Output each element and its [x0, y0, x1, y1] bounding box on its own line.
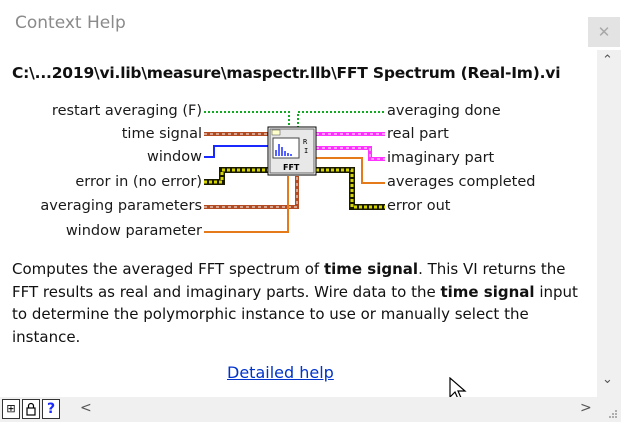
wire-window-parameter	[204, 176, 289, 233]
input-averaging-parameters: averaging parameters	[40, 198, 202, 214]
window-title: Context Help	[15, 13, 126, 33]
connector-diagram: R I FFT	[204, 111, 385, 233]
svg-text:R: R	[303, 138, 308, 146]
lock-button[interactable]	[22, 399, 40, 419]
close-button[interactable]: ✕	[588, 17, 620, 47]
input-window-parameter: window parameter	[65, 223, 202, 239]
vi-path: C:\...2019\vi.lib\measure\maspectr.llb\F…	[12, 64, 561, 82]
vertical-scrollbar[interactable]: ⌃ ⌄	[597, 50, 621, 397]
help-button[interactable]: ?	[42, 399, 60, 419]
scroll-down-arrow-icon[interactable]: ⌄	[602, 372, 613, 387]
wire-error-in	[204, 167, 270, 185]
input-window: window	[146, 149, 202, 165]
output-error-out: error out	[387, 198, 451, 214]
input-restart-averaging: restart averaging (F)	[51, 103, 202, 119]
term-time-signal: time signal	[323, 260, 419, 278]
wire-averaging-done	[297, 111, 385, 128]
output-imaginary-part: imaginary part	[387, 150, 495, 166]
resize-grip-icon[interactable]	[608, 409, 618, 419]
svg-text:FFT: FFT	[283, 163, 300, 172]
help-content: C:\...2019\vi.lib\measure\maspectr.llb\F…	[0, 50, 597, 402]
output-averaging-done: averaging done	[387, 103, 501, 119]
input-error-in: error in (no error)	[75, 174, 202, 190]
title-bar: Context Help ✕	[0, 0, 621, 50]
scroll-left-arrow-icon[interactable]: <	[80, 400, 92, 416]
wire-restart-averaging	[204, 111, 290, 128]
wire-averages-completed	[316, 157, 385, 184]
term-time-signal-2: time signal	[440, 282, 535, 301]
wire-window	[204, 145, 270, 158]
input-time-signal: time signal	[121, 126, 202, 142]
lock-icon	[26, 402, 36, 416]
scroll-right-arrow-icon[interactable]: >	[580, 400, 592, 416]
output-real-part: real part	[387, 126, 449, 142]
svg-text:I: I	[304, 147, 308, 155]
description: Computes the averaged FFT spectrum of ti…	[12, 260, 578, 346]
fft-vi-icon: R I FFT	[267, 126, 317, 176]
show-optional-terminals-button[interactable]: ⊞	[2, 399, 20, 419]
scroll-up-arrow-icon[interactable]: ⌃	[602, 53, 613, 68]
bottom-toolbar: ⊞ ? < >	[0, 397, 621, 422]
output-averages-completed: averages completed	[387, 174, 536, 190]
detailed-help-link[interactable]: Detailed help	[227, 363, 334, 382]
